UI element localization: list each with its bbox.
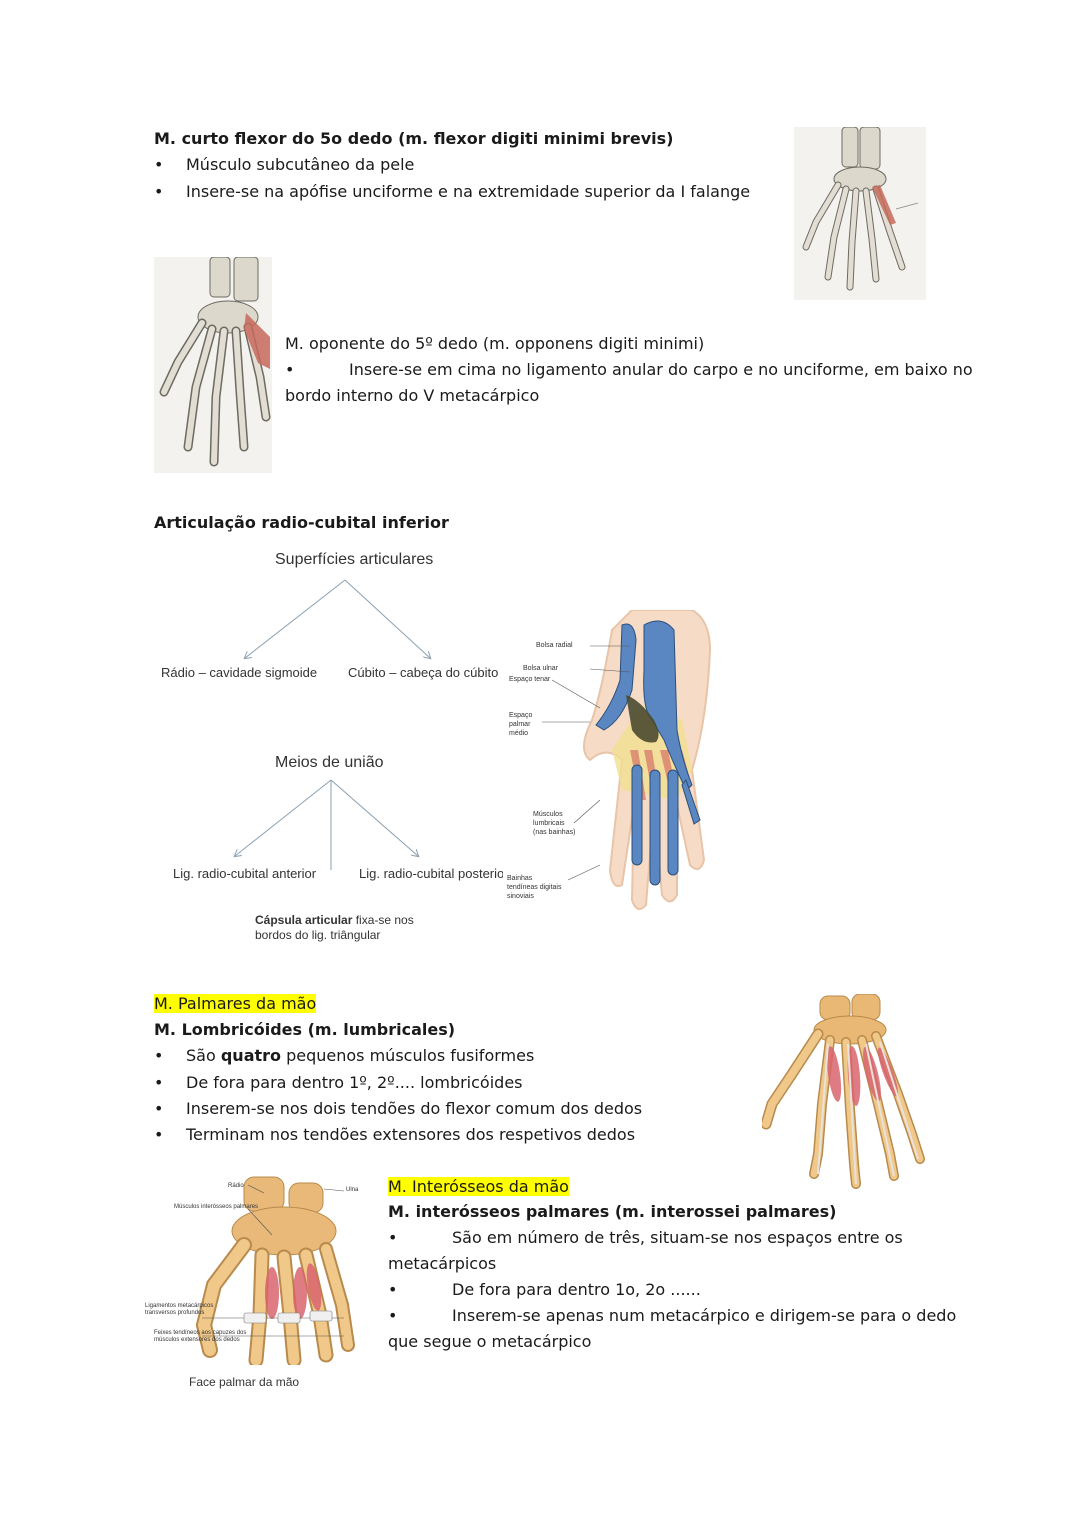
bullet: • — [388, 1280, 398, 1299]
hand-label-musculos-1: Músculos — [533, 811, 563, 818]
hand-label-espaco-palmar-1: Espaço — [509, 712, 533, 719]
diagram-top-node: Superfícies articulares — [275, 551, 434, 568]
section4-bullet-3: Inserem-se nos dois tendões do flexor co… — [186, 1099, 643, 1118]
diagram-mid-node: Meios de união — [275, 754, 384, 771]
hand-label-espaco-tenar: Espaço tenar — [509, 676, 551, 683]
hand-skeleton-image-1 — [794, 127, 926, 300]
diagram-right-node: Cúbito – cabeça do cúbito — [348, 665, 499, 680]
diagram-left-node: Rádio – cavidade sigmoide — [161, 665, 318, 680]
bullet: • — [388, 1228, 398, 1247]
bullet: • — [154, 1125, 164, 1144]
diagram-bottom-right-node: Lig. radio-cubital posterior — [359, 866, 503, 881]
hand-skeleton-image-2 — [154, 257, 272, 473]
hand-interossei-image — [195, 1176, 355, 1365]
interossei-label-feixes-1: Feixes tendíneos aos capuzes dos — [154, 1330, 247, 1336]
section1-bullet-1: Músculo subcutâneo da pele — [186, 155, 415, 174]
hand-label-musculos-2: lumbricais — [533, 820, 565, 827]
section2-bullet-line1: Insere-se em cima no ligamento anular do… — [349, 360, 973, 379]
hand-label-bolsa-radial: Bolsa radial — [536, 642, 573, 649]
capsule-bold: Cápsula articular — [255, 913, 353, 927]
section4-bullet-2: De fora para dentro 1º, 2º.... lombricói… — [186, 1073, 523, 1092]
bullet: • — [154, 1073, 164, 1092]
hand-label-bainhas-3: sinoviais — [507, 893, 534, 900]
diagram-capsule-node: Cápsula articular fixa-se nos bordos do … — [255, 913, 414, 943]
bullet: • — [154, 182, 164, 201]
section5-highlight-wrap: M. Interósseos da mão — [388, 1174, 569, 1200]
section4-highlight-wrap: M. Palmares da mão — [154, 991, 317, 1017]
section4-title: M. Lombricóides (m. lumbricales) — [154, 1020, 456, 1039]
section5-bullet-2: De fora para dentro 1o, 2o ...... — [452, 1280, 701, 1299]
section5-bullet-1-line1: São em número de três, situam-se nos esp… — [452, 1228, 903, 1247]
section2-bullet-line2: bordo interno do V metacárpico — [285, 386, 540, 405]
section1-bullet-2: Insere-se na apófise unciforme e na extr… — [186, 182, 751, 201]
diagram-arrows — [150, 579, 510, 870]
section4-highlight: M. Palmares da mão — [154, 994, 317, 1013]
bullet: • — [388, 1306, 398, 1325]
b1-pre: São — [186, 1046, 221, 1065]
b1-bold: quatro — [220, 1046, 282, 1065]
section4-bullet-1: São quatro pequenos músculos fusiformes — [186, 1043, 534, 1069]
section2-title: M. oponente do 5º dedo (m. opponens digi… — [285, 334, 705, 353]
section5-bullet-1-line2: metacárpicos — [388, 1254, 497, 1273]
section5-title: M. interósseos palmares (m. interossei p… — [388, 1202, 837, 1221]
hand-label-musculos-3: (nas bainhas) — [533, 829, 576, 836]
section1-title: M. curto flexor do 5o dedo (m. flexor di… — [154, 129, 674, 148]
bullet: • — [154, 1046, 164, 1065]
interossei-label-ulna: Ulna — [346, 1187, 359, 1193]
hand-lumbricals-image — [762, 994, 925, 1189]
section5-bullet-3-line1: Inserem-se apenas num metacárpico e diri… — [452, 1306, 957, 1325]
interossei-label-feixes-2: músculos extensores dos dedos — [154, 1337, 240, 1343]
bullet: • — [154, 1099, 164, 1118]
section5-highlight: M. Interósseos da mão — [388, 1177, 569, 1196]
b1-post: pequenos músculos fusiformes — [281, 1046, 535, 1065]
hand-label-leaders — [542, 645, 631, 881]
interossei-label-radio: Rádio — [228, 1183, 244, 1189]
interossei-label-lig-2: transversos profundos — [145, 1310, 205, 1316]
capsule-rest: fixa-se nos — [352, 913, 414, 927]
interossei-label-musculos: Músculos interósseos palmares — [174, 1204, 259, 1210]
bullet: • — [154, 155, 164, 174]
section5-bullet-3-line2: que segue o metacárpico — [388, 1332, 592, 1351]
hand-label-bolsa-ulnar: Bolsa ulnar — [523, 665, 559, 672]
hand-label-bainhas-1: Bainhas — [507, 875, 533, 882]
bullet: • — [285, 360, 295, 379]
section3-title: Articulação radio-cubital inferior — [154, 513, 449, 532]
diagram-bottom-left-node: Lig. radio-cubital anterior — [173, 866, 317, 881]
hand-label-espaco-palmar-3: médio — [509, 730, 529, 737]
hand-label-bainhas-2: tendíneas digitais — [507, 884, 562, 891]
hand-label-espaco-palmar-2: palmar — [509, 721, 531, 728]
capsule-line2: bordos do lig. triângular — [255, 928, 381, 942]
interossei-caption: Face palmar da mão — [189, 1375, 300, 1389]
section4-bullet-4: Terminam nos tendões extensores dos resp… — [186, 1125, 636, 1144]
interossei-label-lig-1: Ligamentos metacárpicos — [145, 1303, 214, 1309]
hand-tendon-sheaths-image — [583, 610, 712, 910]
